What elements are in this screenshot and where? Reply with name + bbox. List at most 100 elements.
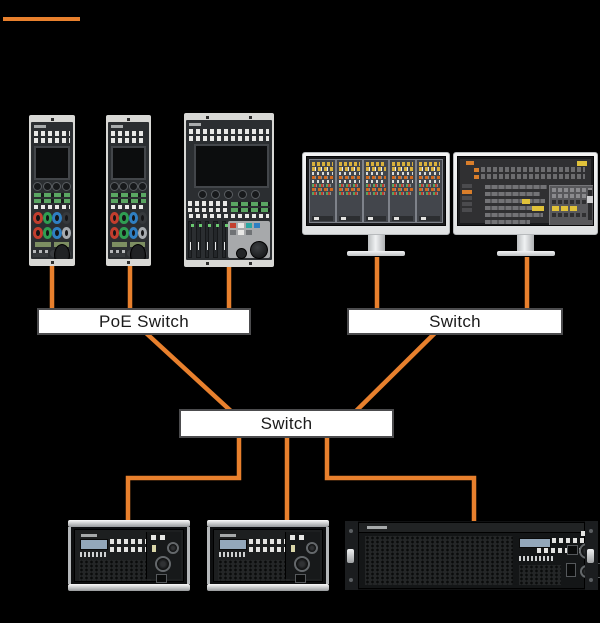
screw-dot-icon: [206, 261, 209, 265]
device-front-panel: [74, 529, 184, 583]
base-station-2: [207, 520, 329, 591]
orange-indicator: [474, 175, 479, 179]
cable-right-to-center-switch: [353, 331, 437, 414]
setting-row: [485, 199, 545, 203]
base-station-1: [68, 520, 190, 591]
gray-button: [230, 230, 237, 235]
poe-switch-node: PoE Switch: [37, 308, 251, 335]
micro-button-grid: [33, 250, 49, 257]
toggle-switch: [566, 563, 576, 577]
rotary-knob: [250, 190, 260, 199]
small-jog-knob: [236, 248, 247, 259]
screw-dot-icon: [127, 117, 130, 121]
ventilation-grille: [365, 536, 513, 585]
dip-switch-row: [219, 552, 247, 557]
rack-base-station: [345, 521, 600, 590]
blue-knob: [52, 227, 62, 239]
panel-bottom-cap: [31, 259, 73, 265]
master-knob: [137, 212, 147, 224]
top-strip: [359, 523, 584, 533]
connector-block: [285, 532, 320, 583]
monitor-stand-neck: [367, 235, 385, 252]
power-connector: [295, 574, 306, 583]
bottom-handle-rail: [68, 584, 190, 591]
red-knob: [33, 212, 43, 224]
brand-logo: [367, 526, 387, 529]
rack-ear-right: [585, 521, 598, 590]
poe-switch-label: PoE Switch: [99, 311, 189, 331]
rgb-knob-row: [110, 212, 147, 224]
button-row: [111, 205, 146, 209]
legend-lan-cable-dash: [3, 17, 80, 21]
rotary-knob: [198, 190, 208, 199]
rotary-knob: [42, 182, 52, 191]
gray-button: [246, 230, 253, 235]
monitor-bezel: [302, 152, 450, 235]
iris-joystick: [50, 243, 71, 259]
monitor-screen: [457, 156, 594, 226]
red-knob: [33, 227, 43, 239]
virtual-panel-column: [310, 160, 335, 222]
panel-bottom-cap: [186, 260, 272, 266]
button-row: [34, 131, 70, 136]
button-row: [189, 129, 269, 134]
mid-row: [188, 201, 270, 206]
cable-center-to-rack: [324, 436, 477, 524]
button-row: [552, 538, 590, 543]
lcd-touchscreen: [194, 144, 269, 188]
button-row: [188, 208, 228, 212]
green-button-strip: [34, 193, 70, 197]
orange-indicator: [474, 168, 479, 172]
green-knob: [119, 212, 129, 224]
camera-operation-panel-1: [29, 115, 75, 266]
brand-logo: [189, 123, 201, 126]
xlr-connector: [155, 556, 171, 572]
virtual-panel-column: [417, 160, 442, 222]
large-jog-knob: [250, 241, 268, 259]
rgb-knob-row: [33, 227, 71, 239]
virtual-panel-column: [363, 160, 389, 222]
dark-row: [552, 213, 593, 217]
rotary-knob: [128, 182, 138, 191]
button-row: [189, 214, 269, 218]
setting-row: [485, 185, 547, 189]
button-row: [110, 539, 156, 544]
panel-bottom-cap: [108, 259, 149, 265]
status-lcd: [219, 539, 247, 550]
master-knob: [61, 212, 71, 224]
center-switch-node: Switch: [179, 409, 394, 438]
monitor-stand-neck: [517, 235, 534, 252]
right-switch-label: Switch: [429, 311, 481, 331]
button-row: [537, 548, 581, 553]
xlr-connector: [306, 542, 318, 554]
rgb-knob-row: [33, 212, 71, 224]
ventilation-grille: [218, 560, 290, 581]
indicator-button: [581, 531, 586, 536]
vertical-slider: [587, 190, 593, 220]
monitor-control-software: [302, 152, 450, 256]
lower-controls: [188, 221, 270, 259]
yellow-button-row: [552, 206, 593, 211]
green-button-strip: [111, 193, 146, 197]
virtual-panel-column: [336, 160, 362, 222]
panel-top-cap: [31, 116, 73, 122]
monitor-setup-software: [453, 152, 598, 256]
micro-button-grid: [110, 250, 125, 257]
knob-row: [33, 182, 71, 191]
teal-button: [246, 223, 253, 228]
green-button-strip: [230, 201, 270, 206]
camera-operation-panel-2: [106, 115, 151, 266]
setup-app-ui: [460, 159, 593, 225]
red-knob: [110, 227, 120, 239]
dip-switch-row: [519, 556, 553, 561]
button-row: [249, 539, 295, 544]
rotary-knob: [137, 182, 147, 191]
button-row: [189, 136, 269, 141]
red-button: [230, 223, 237, 228]
fader: [188, 221, 194, 258]
indicator-button: [151, 535, 156, 540]
screw-dot-icon: [50, 117, 54, 121]
setting-row: [485, 192, 540, 196]
screw-icon: [589, 529, 593, 533]
